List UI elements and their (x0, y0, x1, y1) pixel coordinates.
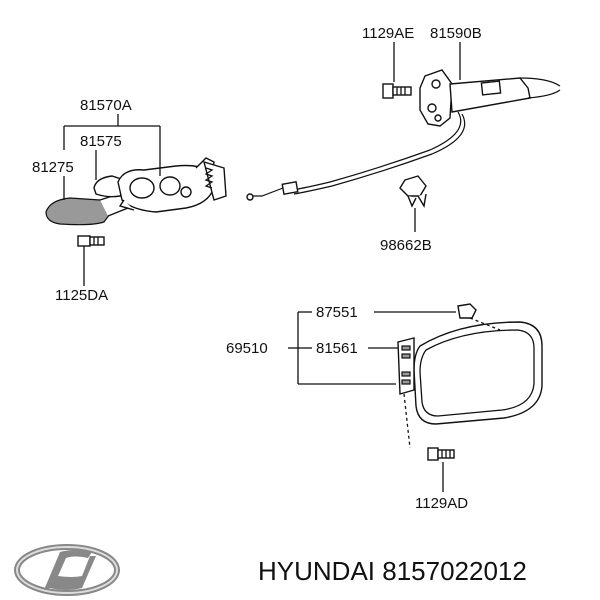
label-81575: 81575 (80, 133, 122, 150)
release-lever-81570a (45, 157, 227, 226)
leader-lines (63, 42, 461, 385)
label-1129ae: 1129AE (362, 25, 414, 42)
handle-81275 (45, 197, 111, 226)
clip-98662b (399, 175, 427, 232)
label-81561: 81561 (316, 340, 358, 357)
door-panel (413, 321, 543, 425)
label-69510: 69510 (226, 340, 268, 357)
label-1129ad: 1129AD (415, 495, 468, 512)
cable-housing-81590b (291, 69, 561, 195)
label-98662b: 98662B (380, 237, 432, 254)
part-labels: 1129AE 81590B 81570A 81575 81275 1125DA … (32, 25, 482, 512)
bumper-87551 (457, 303, 477, 319)
hyundai-logo (14, 544, 120, 596)
bolt-1129ad (427, 447, 455, 492)
bolt-1129ae (382, 83, 412, 99)
cable-end-fitting (246, 181, 299, 201)
label-81275: 81275 (32, 159, 74, 176)
label-87551: 87551 (316, 304, 358, 321)
brand-caption: HYUNDAI 8157022012 (258, 556, 527, 586)
label-81590b: 81590B (430, 25, 482, 42)
bolt-1125da (77, 235, 105, 286)
label-1125da: 1125DA (55, 287, 108, 304)
fuel-door-69510 (397, 303, 543, 449)
bracket-plate (419, 69, 453, 127)
label-81570a: 81570A (80, 97, 132, 114)
release-cable (291, 111, 462, 191)
